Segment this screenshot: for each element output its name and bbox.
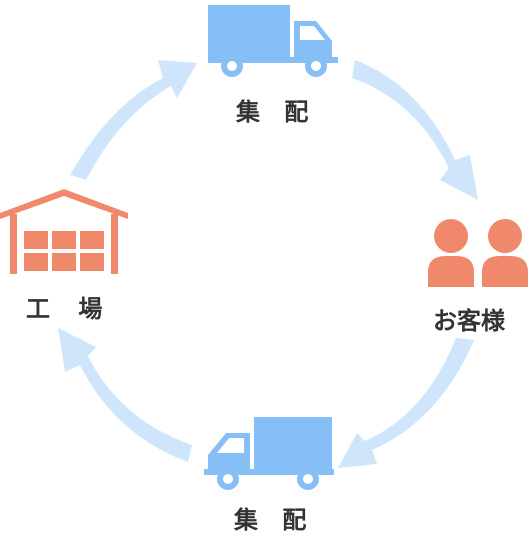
delivery-truck-icon: [208, 5, 338, 77]
arrow-top-to-customers: [352, 60, 478, 200]
bottom-node-label: 集 配: [234, 506, 315, 534]
arrow-bottom-to-factory: [58, 328, 192, 462]
left-node-label: 工 場: [26, 295, 113, 323]
delivery-truck-icon: [204, 417, 334, 490]
top-node-label: 集 配: [236, 98, 317, 126]
customers-icon: [428, 219, 528, 287]
factory-icon: [0, 189, 128, 274]
right-node-label: お客様: [433, 307, 505, 335]
cycle-arrows: [58, 60, 478, 468]
arrow-customers-to-bottom: [338, 338, 474, 468]
arrow-factory-to-top: [70, 60, 197, 180]
